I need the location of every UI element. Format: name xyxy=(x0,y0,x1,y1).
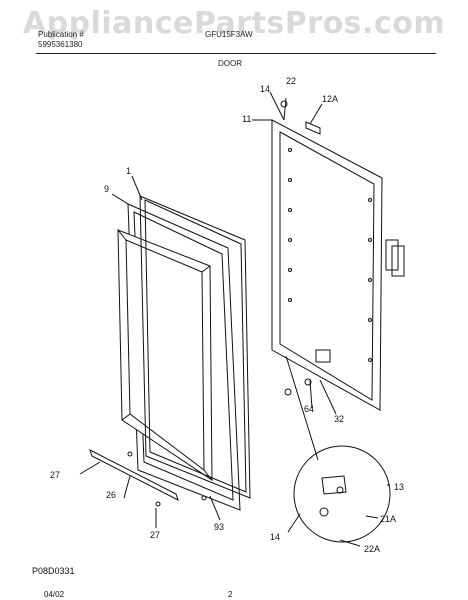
diagram-reference: P08D0331 xyxy=(32,566,75,576)
model-code: GFU15F3AW xyxy=(205,30,253,39)
detail-circle xyxy=(293,445,391,543)
callout-1: 1 xyxy=(126,166,131,176)
header-rule xyxy=(36,53,436,54)
door-handle xyxy=(385,239,405,277)
callout-13: 13 xyxy=(394,482,404,492)
callout-14-top: 14 xyxy=(260,84,270,94)
part-12a xyxy=(305,121,321,135)
door-panel xyxy=(117,203,241,511)
callout-14-bottom: 14 xyxy=(270,532,280,542)
callout-93: 93 xyxy=(214,522,224,532)
callout-27-left: 27 xyxy=(50,470,60,480)
revision-date: 04/02 xyxy=(44,590,65,599)
callout-27-bottom: 27 xyxy=(150,530,160,540)
callout-22a: 22A xyxy=(364,544,380,554)
page-number: 2 xyxy=(228,590,233,599)
callout-9: 9 xyxy=(104,184,109,194)
callout-11: 11 xyxy=(242,114,251,124)
detail-bracket xyxy=(321,475,347,495)
frame-tab xyxy=(315,349,331,363)
publication-number: 5995361380 xyxy=(38,40,83,49)
callout-64: 64 xyxy=(304,404,314,414)
callout-22-top: 22 xyxy=(286,76,296,86)
inner-door-frame xyxy=(271,119,383,411)
callout-12a: 12A xyxy=(322,94,338,104)
detail-bushing xyxy=(319,507,329,517)
door-gasket xyxy=(139,195,251,499)
publication-label: Publication # xyxy=(38,30,84,39)
section-title: DOOR xyxy=(218,59,242,68)
door-strip xyxy=(89,448,179,502)
callout-26: 26 xyxy=(106,490,116,500)
callout-21a: 21A xyxy=(380,514,396,524)
callout-32: 32 xyxy=(334,414,344,424)
watermark-logo: AppliancePartsPros.com xyxy=(22,6,446,41)
